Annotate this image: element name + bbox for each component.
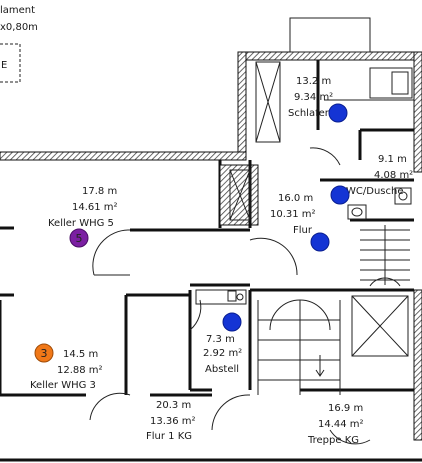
- marker-keller-whg-5[interactable]: 5: [69, 228, 89, 248]
- marker-wc[interactable]: [330, 185, 350, 205]
- room-keller-whg-5: 17.8 m 14.61 m² Keller WHG 5: [48, 186, 118, 229]
- room-treppe-kg: 16.9 m 14.44 m² Treppe KG: [307, 403, 364, 446]
- marker-abstell[interactable]: [222, 312, 242, 332]
- svg-text:Treppe KG: Treppe KG: [307, 435, 359, 446]
- svg-text:14.44 m²: 14.44 m²: [318, 419, 364, 430]
- svg-text:10.31 m²: 10.31 m²: [270, 209, 316, 220]
- svg-text:9.1 m: 9.1 m: [378, 154, 407, 165]
- marker-keller-whg-5-label: 5: [76, 232, 83, 245]
- svg-text:13.36 m²: 13.36 m²: [150, 416, 196, 427]
- corner-dashed-box: E: [0, 43, 21, 83]
- room-wc: 9.1 m 4.08 m² WC/Dusche: [346, 154, 413, 197]
- svg-text:16.9 m: 16.9 m: [328, 403, 363, 414]
- room-flur-1-kg: 20.3 m 13.36 m² Flur 1 KG: [146, 400, 196, 442]
- room-abstell: 7.3 m 2.92 m² Abstell: [203, 334, 242, 375]
- svg-text:4.08 m²: 4.08 m²: [374, 170, 413, 181]
- svg-text:Flur 1 KG: Flur 1 KG: [146, 431, 192, 442]
- outer-walls: [0, 17, 422, 441]
- svg-text:17.8 m: 17.8 m: [82, 186, 117, 197]
- corner-note-line1: lament: [0, 5, 35, 16]
- marker-schlafen[interactable]: [328, 103, 348, 123]
- marker-flur[interactable]: [310, 232, 330, 252]
- doors: [89, 147, 371, 445]
- svg-text:Keller WHG 3: Keller WHG 3: [30, 380, 96, 391]
- svg-text:20.3 m: 20.3 m: [156, 400, 191, 411]
- marker-keller-whg-3-label: 3: [41, 347, 48, 360]
- svg-text:Schlafen: Schlafen: [288, 108, 331, 119]
- svg-text:WC/Dusche: WC/Dusche: [346, 186, 403, 197]
- interior-walls: [0, 60, 422, 462]
- svg-text:Abstell: Abstell: [205, 364, 239, 375]
- svg-text:14.5 m: 14.5 m: [63, 349, 98, 360]
- room-schlafen: 13.2 m 9.34 m² Schlafen: [288, 76, 333, 119]
- corner-mark: E: [1, 60, 7, 71]
- svg-text:9.34 m²: 9.34 m²: [294, 92, 333, 103]
- svg-text:13.2 m: 13.2 m: [296, 76, 331, 87]
- room-flur: 16.0 m 10.31 m² Flur: [270, 193, 316, 236]
- fixtures: [195, 67, 413, 395]
- svg-text:16.0 m: 16.0 m: [278, 193, 313, 204]
- svg-text:14.61 m²: 14.61 m²: [72, 202, 118, 213]
- svg-text:Keller WHG 5: Keller WHG 5: [48, 218, 114, 229]
- corner-note-line2: x0,80m: [0, 22, 38, 33]
- svg-text:Flur: Flur: [293, 225, 313, 236]
- marker-keller-whg-3[interactable]: 3: [34, 343, 54, 363]
- svg-text:12.88 m²: 12.88 m²: [57, 365, 103, 376]
- room-keller-whg-3: 14.5 m 12.88 m² Keller WHG 3: [30, 349, 103, 391]
- svg-text:7.3 m: 7.3 m: [206, 334, 235, 345]
- svg-text:2.92 m²: 2.92 m²: [203, 348, 242, 359]
